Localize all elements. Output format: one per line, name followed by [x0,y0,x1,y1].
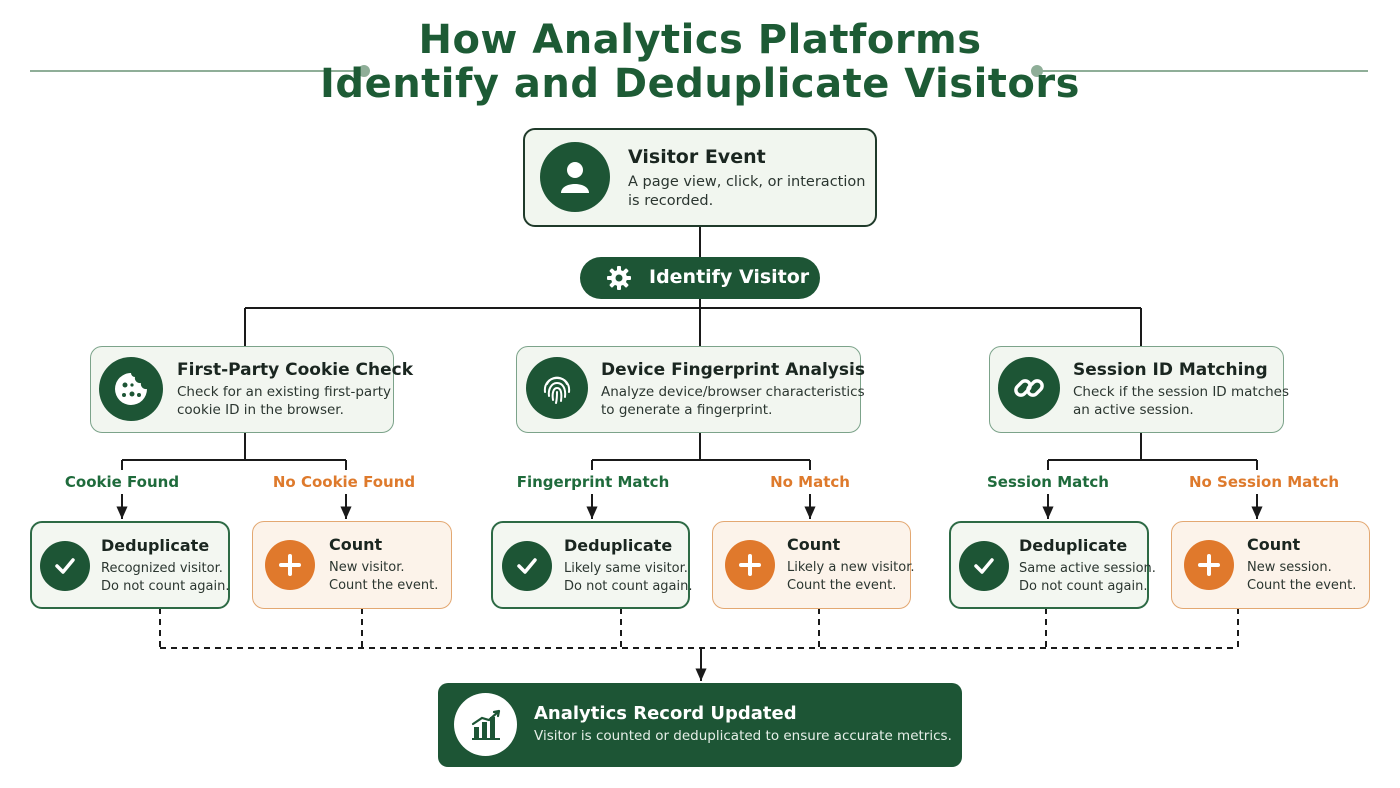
branch-label-no-session-match: No Session Match [1188,473,1340,491]
visitor-event-desc-line-1: A page view, click, or interaction [628,174,866,190]
branch-label-no-cookie-found: No Cookie Found [272,473,416,491]
checkmark-icon [40,541,90,591]
visitor-event-title: Visitor Event [628,146,766,168]
bar-chart-icon [454,693,517,756]
link-icon [998,357,1060,419]
outcome-line-2: Count the event. [787,578,897,593]
cookie-icon [99,357,163,421]
outcome-line-1: Likely a new visitor. [787,560,915,575]
outcome-title: Count [1247,535,1301,554]
outcome-line-2: Do not count again. [1019,579,1148,594]
identify-visitor-label: Identify Visitor [649,266,810,288]
checkmark-icon [959,541,1009,591]
title-decor-lines [30,65,1368,77]
outcome-line-1: New visitor. [329,560,405,575]
session-matching-box: Session ID Matching Check if the session… [989,346,1289,433]
analytics-record-updated-box: Analytics Record Updated Visitor is coun… [438,683,962,767]
outcome-title: Deduplicate [1019,536,1128,555]
plus-icon [1184,540,1234,590]
outcome-deduplicate-cookie: Deduplicate Recognized visitor. Do not c… [30,521,230,609]
title-line-2: Identify and Deduplicate Visitors [320,61,1080,107]
branch-label-cookie-found: Cookie Found [64,473,180,491]
title-line-1: How Analytics Platforms [418,17,982,63]
outcome-line-1: Likely same visitor. [564,561,688,576]
branch-label-session-match: Session Match [987,473,1109,491]
visitor-event-box: Visitor Event A page view, click, or int… [523,128,877,227]
session-matching-title: Session ID Matching [1073,360,1268,380]
cookie-check-desc-line-1: Check for an existing first-party [177,384,392,400]
user-icon [540,142,610,212]
fingerprint-analysis-desc-line-1: Analyze device/browser characteristics [601,384,865,400]
outcome-deduplicate-session: Deduplicate Same active session. Do not … [949,521,1156,609]
outcome-count-fingerprint: Count Likely a new visitor. Count the ev… [712,521,915,609]
outcome-title: Count [787,535,841,554]
analytics-record-title: Analytics Record Updated [534,703,797,724]
checkmark-icon [502,541,552,591]
branch-label-fingerprint-match: Fingerprint Match [516,473,670,491]
session-matching-desc-line-1: Check if the session ID matches [1073,384,1290,400]
fingerprint-analysis-desc-line-2: to generate a fingerprint. [601,402,773,418]
outcome-line-1: New session. [1247,560,1332,575]
session-matching-desc-line-2: an active session. [1073,402,1194,418]
outcome-line-2: Count the event. [329,578,439,593]
outcome-line-2: Do not count again. [101,579,230,594]
outcome-title: Count [329,535,383,554]
gear-icon [607,266,631,290]
outcome-line-2: Do not count again. [564,579,693,594]
identify-visitor-pill: Identify Visitor [580,257,820,299]
outcome-title: Deduplicate [101,536,210,555]
outcome-line-1: Recognized visitor. [101,561,223,576]
cookie-check-title: First-Party Cookie Check [177,360,414,380]
outcome-count-cookie: Count New visitor. Count the event. [252,521,452,609]
branch-label-no-match: No Match [770,473,850,491]
outcome-line-1: Same active session. [1019,561,1156,576]
outcome-count-session: Count New session. Count the event. [1171,521,1370,609]
outcome-deduplicate-fingerprint: Deduplicate Likely same visitor. Do not … [491,521,693,609]
plus-icon [725,540,775,590]
fingerprint-icon [526,357,588,419]
analytics-record-desc: Visitor is counted or deduplicated to en… [534,728,952,744]
cookie-check-desc-line-2: cookie ID in the browser. [177,402,344,418]
outcome-line-2: Count the event. [1247,578,1357,593]
page-title: How Analytics Platforms Identify and Ded… [300,18,1100,106]
visitor-event-desc-line-2: is recorded. [628,193,714,209]
plus-icon [265,540,315,590]
fingerprint-analysis-title: Device Fingerprint Analysis [601,360,865,380]
cookie-check-box: First-Party Cookie Check Check for an ex… [90,346,413,433]
outcome-title: Deduplicate [564,536,673,555]
fingerprint-analysis-box: Device Fingerprint Analysis Analyze devi… [516,346,865,433]
